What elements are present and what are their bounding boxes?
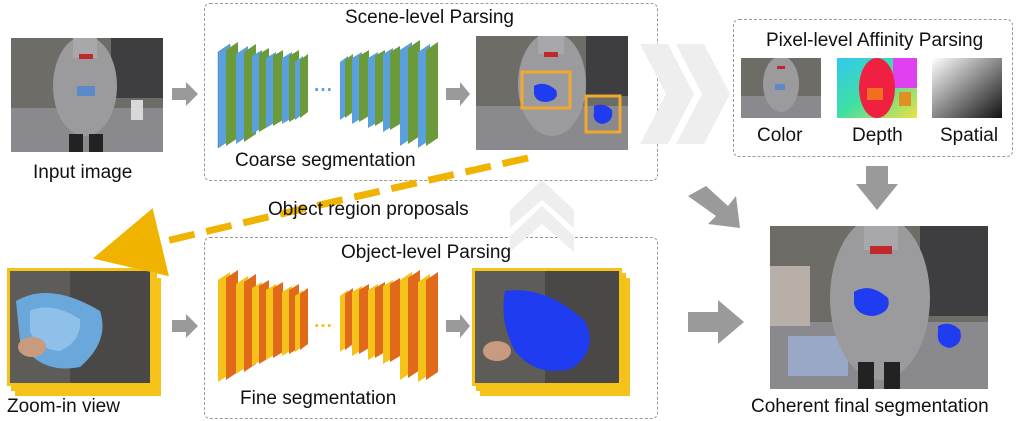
proposal-box-2 xyxy=(584,94,622,134)
fine-network-layers xyxy=(218,270,438,382)
gray-arrows xyxy=(172,82,898,344)
object-level-box xyxy=(204,237,658,419)
faint-chevrons xyxy=(510,44,730,252)
arrow-coarse-to-proposals xyxy=(446,82,470,106)
color-label: Color xyxy=(757,125,803,146)
ellipsis-top: ··· xyxy=(314,80,333,101)
depth-thumbnail xyxy=(837,58,917,118)
pixel-affinity-title: Pixel-level Affinity Parsing xyxy=(766,30,984,51)
final-seg-label: Coherent final segmentation xyxy=(751,396,989,417)
depth-label: Depth xyxy=(852,125,903,146)
arrow-fine-to-result xyxy=(446,314,470,338)
input-image xyxy=(11,38,163,152)
spatial-thumbnail xyxy=(932,58,1002,118)
arrow-input-to-coarse xyxy=(172,82,198,106)
object-proposals-label: Object region proposals xyxy=(268,199,469,220)
final-segmentation-image xyxy=(770,226,988,389)
object-level-title: Object-level Parsing xyxy=(341,242,512,263)
zoom-in-label: Zoom-in view xyxy=(7,396,120,417)
pixel-affinity-box xyxy=(733,19,1013,157)
scene-level-title: Scene-level Parsing xyxy=(345,7,514,28)
coarse-network-layers xyxy=(217,40,438,149)
proposal-box-1 xyxy=(520,70,572,110)
input-image-label: Input image xyxy=(33,162,133,183)
proposal-to-zoom-arrow xyxy=(92,154,529,277)
arrow-zoom-to-fine xyxy=(172,314,198,338)
coarse-seg-label: Coarse segmentation xyxy=(235,150,416,171)
arrow-affinity-to-final xyxy=(856,166,898,210)
arrow-object-to-final xyxy=(688,300,744,344)
arrow-scene-to-final xyxy=(688,186,740,228)
color-thumbnail xyxy=(741,58,821,118)
spatial-label: Spatial xyxy=(940,125,999,146)
scene-proposal-image xyxy=(476,36,628,150)
fine-seg-label: Fine segmentation xyxy=(240,388,397,409)
ellipsis-bottom: ··· xyxy=(314,316,333,337)
